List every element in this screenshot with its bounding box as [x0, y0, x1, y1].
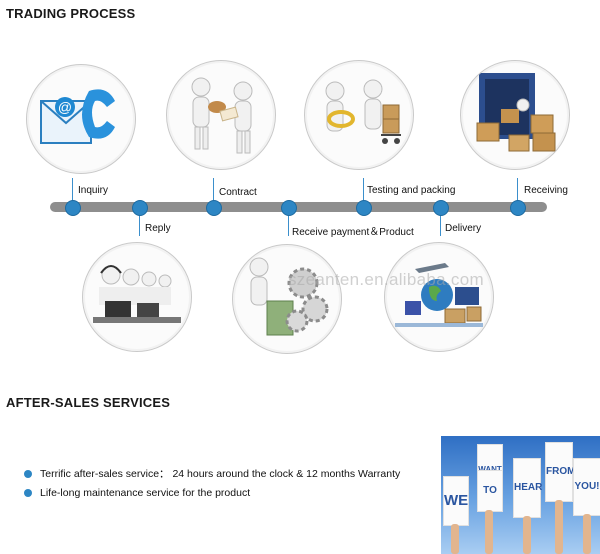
- hand: [523, 516, 531, 554]
- hand: [451, 524, 459, 554]
- container-boxes-icon: [476, 73, 556, 152]
- bullet-icon: [24, 489, 32, 498]
- service-text: Life-long maintenance service for the pr…: [40, 487, 251, 499]
- delivery-globe-icon: [395, 263, 483, 327]
- step-label-contract: Contract: [219, 187, 257, 198]
- we-want-to-hear-from-you-photo: WE WANT TO HEAR FROM YOU!: [441, 436, 600, 554]
- hand: [485, 510, 493, 554]
- step-dot-testing: [356, 200, 372, 216]
- payment-image: [232, 244, 342, 354]
- after-sales-heading: AFTER-SALES SERVICES: [6, 395, 171, 410]
- handshake-figures-icon: [191, 77, 253, 154]
- email-phone-icon: @: [40, 89, 115, 144]
- step-label-payment: Receive payment＆Product: [292, 227, 414, 238]
- service-item: Terrific after-sales service： 24 hours a…: [24, 466, 400, 481]
- step-dot-receiving: [510, 200, 526, 216]
- connector-delivery: [440, 212, 441, 236]
- watermark: szeanten.en.alibaba.com: [288, 270, 484, 289]
- step-dot-delivery: [433, 200, 449, 216]
- service-item: Life-long maintenance service for the pr…: [24, 487, 250, 499]
- delivery-image: [384, 242, 494, 352]
- svg-text:@: @: [58, 99, 72, 115]
- trading-process-heading: TRADING PROCESS: [6, 6, 136, 21]
- call-center-figures-icon: [93, 265, 181, 323]
- step-dot-inquiry: [65, 200, 81, 216]
- money-gears-icon: [249, 257, 329, 336]
- bullet-icon: [24, 470, 32, 479]
- connector-contract: [213, 178, 214, 202]
- step-label-reply: Reply: [145, 223, 171, 234]
- reply-image: [82, 242, 192, 352]
- sign-from: FROM: [545, 442, 575, 502]
- sign-you: YOU!: [573, 458, 600, 516]
- connector-receiving: [517, 178, 518, 202]
- service-text: Terrific after-sales service： 24 hours a…: [40, 468, 401, 480]
- testing-packing-figures-icon: [325, 79, 401, 144]
- connector-payment: [288, 212, 289, 236]
- process-timeline: [50, 202, 547, 212]
- sign-we: WE: [443, 476, 469, 526]
- contract-image: [166, 60, 276, 170]
- inquiry-image: @: [26, 64, 136, 174]
- connector-testing: [363, 178, 364, 202]
- hand: [583, 514, 591, 554]
- hand: [555, 500, 563, 554]
- connector-inquiry: [72, 178, 73, 202]
- sign-to: TO: [477, 470, 503, 512]
- sign-hear: HEAR: [513, 458, 542, 518]
- step-dot-contract: [206, 200, 222, 216]
- step-dot-payment: [281, 200, 297, 216]
- step-label-receiving: Receiving: [524, 185, 568, 196]
- connector-reply: [139, 212, 140, 236]
- step-label-delivery: Delivery: [445, 223, 482, 234]
- testing-packing-image: [304, 60, 414, 170]
- step-label-testing: Testing and packing: [367, 185, 456, 196]
- step-dot-reply: [132, 200, 148, 216]
- step-label-inquiry: Inquiry: [78, 185, 109, 196]
- receiving-image: [460, 60, 570, 170]
